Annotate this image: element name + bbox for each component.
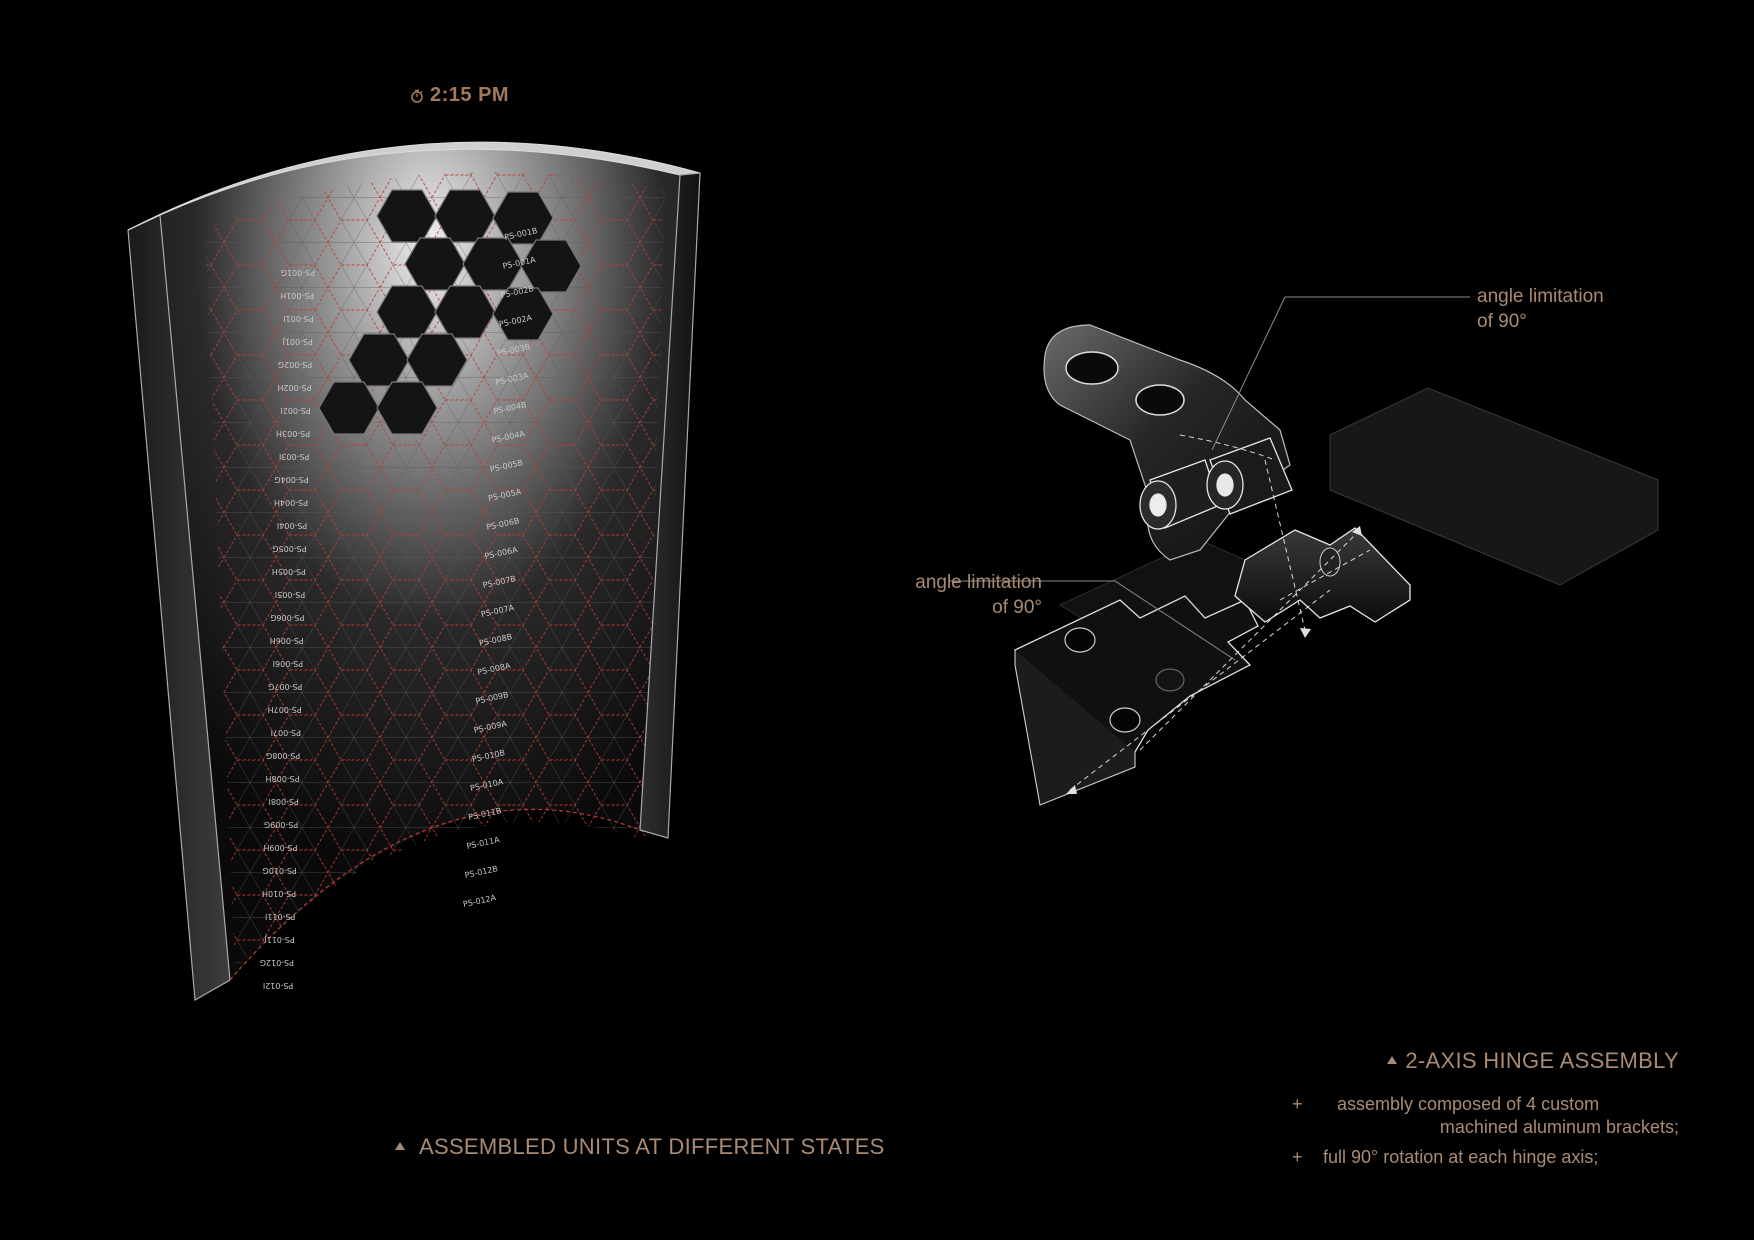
part-label-left-24: PS-009G — [264, 820, 298, 829]
part-label-left-4: PS-002G — [278, 360, 312, 369]
part-label-left-14: PS-005I — [275, 590, 305, 599]
part-label-left-5: PS-002H — [277, 383, 311, 392]
leader-line-top — [1211, 296, 1286, 451]
bracket-hole-4 — [1109, 707, 1141, 733]
lower-bracket-edge — [1014, 650, 1136, 806]
annotation-top: angle limitation of 90° — [1477, 286, 1604, 332]
right-title: 2-AXIS HINGE ASSEMBLY — [1387, 1048, 1679, 1074]
ghost-bracket-right — [1329, 387, 1659, 586]
note-1: + assembly composed of 4 custom — [1292, 1094, 1600, 1114]
part-label-left-1: PS-001H — [280, 291, 314, 300]
triangle-marker-icon — [395, 1142, 405, 1150]
part-label-left-31: PS-012I — [263, 981, 293, 990]
part-label-left-30: PS-012G — [260, 958, 294, 967]
part-label-left-6: PS-002I — [280, 406, 310, 415]
part-labels-left: PS-001G PS-001H PS-001I PS-001J PS-002G PS-00… — [260, 268, 315, 990]
time-text: 2:15 PM — [430, 84, 510, 106]
bracket-hole-3 — [1064, 627, 1096, 653]
stopwatch-icon — [411, 89, 423, 103]
part-label-left-0: PS-001G — [281, 268, 315, 277]
part-label-left-19: PS-007H — [268, 705, 302, 714]
left-caption: ASSEMBLED UNITS AT DIFFERENT STATES — [395, 1134, 885, 1160]
shell-bottom-edge — [229, 808, 641, 981]
shell-wall-right — [639, 172, 701, 839]
part-label-left-13: PS-005H — [272, 567, 306, 576]
mount-hole-1 — [1065, 351, 1119, 385]
part-label-left-20: PS-007I — [271, 728, 301, 737]
part-label-left-18: PS-007G — [268, 682, 302, 691]
hinge-knuckles — [1139, 437, 1293, 530]
note-1-line-2: machined aluminum brackets; — [1439, 1117, 1679, 1137]
part-label-left-22: PS-008H — [266, 774, 300, 783]
part-label-left-7: PS-003H — [276, 429, 310, 438]
triangle-marker-icon — [1387, 1056, 1398, 1064]
part-label-left-23: PS-008I — [268, 797, 298, 806]
part-label-left-28: PS-011I — [265, 912, 295, 921]
part-label-left-8: PS-003I — [279, 452, 309, 461]
note-2: + full 90° rotation at each hinge axis; — [1292, 1147, 1599, 1167]
part-label-left-3: PS-001J — [282, 337, 312, 346]
bracket-hole-5 — [1155, 668, 1185, 692]
part-label-left-27: PS-010H — [262, 889, 296, 898]
part-label-left-15: PS-006G — [270, 613, 304, 622]
rotation-axes — [1069, 434, 1371, 791]
part-label-right-23: PS-012A — [462, 893, 497, 909]
part-label-left-9: PS-004G — [274, 475, 308, 484]
part-label-left-11: PS-004I — [277, 521, 307, 530]
open-units-cluster — [318, 189, 582, 435]
rotation-arrow-heads — [1066, 526, 1362, 794]
time-display: 2:15 PM — [410, 84, 509, 107]
hinge-assembly-diagram — [950, 296, 1659, 806]
part-label-left-16: PS-006H — [270, 636, 304, 645]
part-label-left-17: PS-006I — [273, 659, 303, 668]
annotation-left: angle limitation of 90° — [915, 572, 1042, 618]
part-label-left-12: PS-005G — [272, 544, 306, 553]
part-label-left-21: PS-008G — [266, 751, 300, 760]
leader-line-left — [950, 580, 1236, 661]
part-label-right-21: PS-011A — [466, 835, 501, 851]
part-label-left-2: PS-001I — [283, 314, 313, 323]
cylinder-assembly-diagram: PS-001BPS-001APS-002BPS-002APS-003BPS-00… — [127, 141, 701, 1001]
part-label-left-26: PS-010G — [263, 866, 297, 875]
lattice-pattern — [205, 172, 665, 971]
part-label-left-10: PS-004H — [274, 498, 308, 507]
part-label-left-29: PS-011J — [264, 935, 294, 944]
part-label-right-22: PS-012B — [464, 864, 499, 880]
mount-hole-2 — [1135, 384, 1185, 416]
part-label-left-25: PS-009H — [263, 843, 297, 852]
middle-bracket — [1234, 527, 1411, 623]
